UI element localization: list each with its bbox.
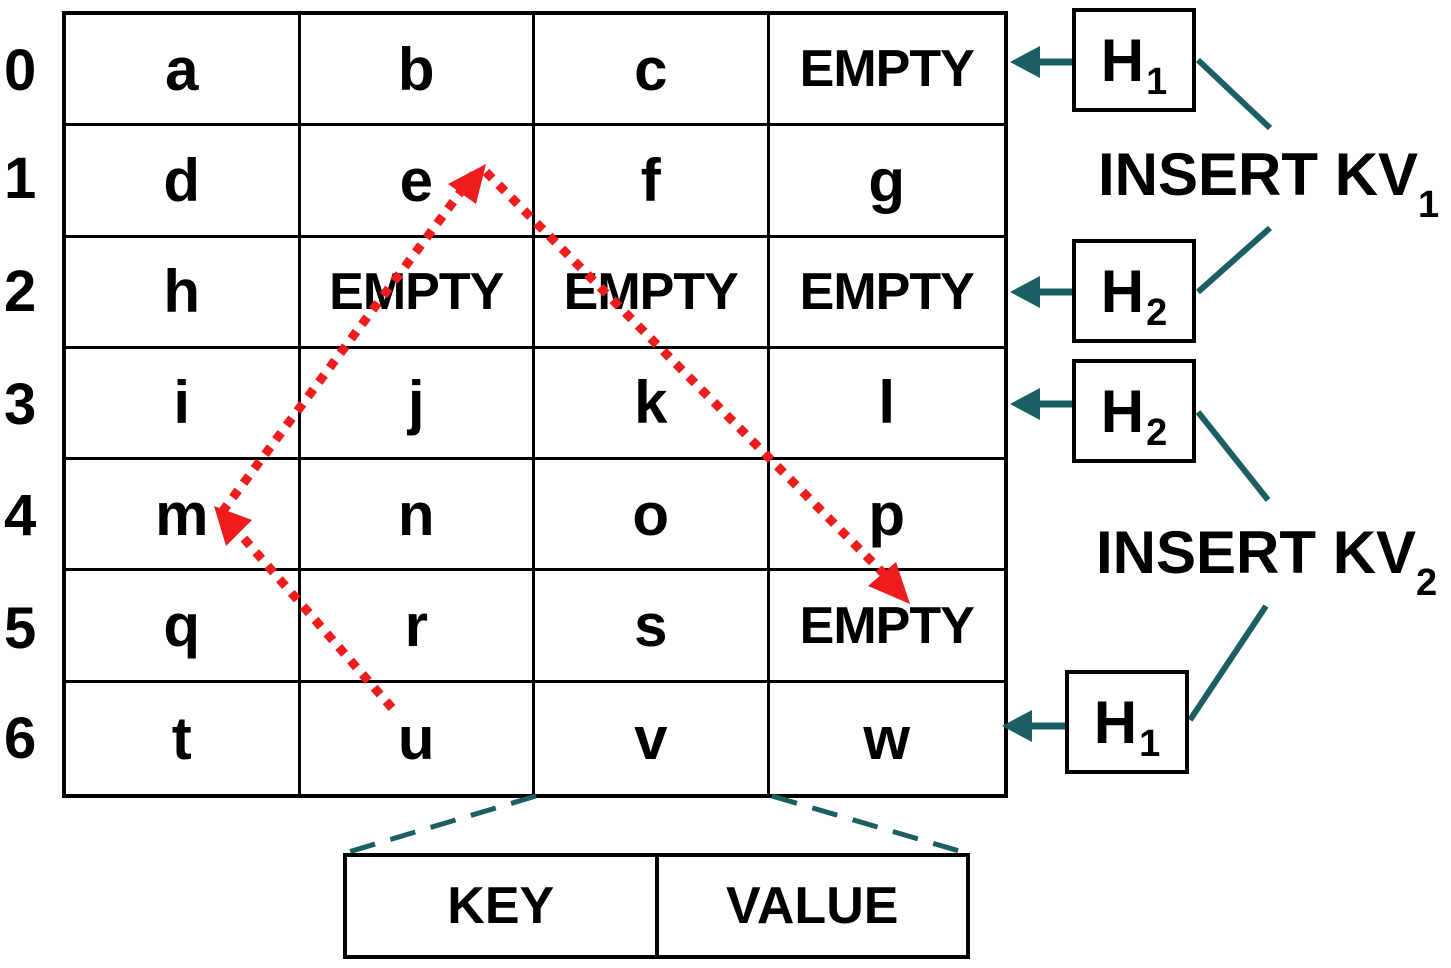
table-cell: t xyxy=(66,682,301,794)
hash-box-sub: 2 xyxy=(1146,291,1168,334)
h1-top-arrowhead xyxy=(1010,46,1040,78)
kv-expansion-lines xyxy=(344,793,967,856)
displacement-path xyxy=(214,164,910,711)
table-cell: u xyxy=(301,682,535,794)
table-cell: m xyxy=(66,460,301,572)
kv1-to-h2-line xyxy=(1196,225,1272,295)
table-cell: g xyxy=(769,126,1004,238)
h2-row3-arrowhead xyxy=(1010,388,1040,420)
row-label-5: 5 xyxy=(4,596,37,661)
table-cell: r xyxy=(300,571,535,683)
table-cell: p xyxy=(769,460,1004,572)
hash-box-main: H xyxy=(1100,26,1145,94)
kick-path-m-to-e xyxy=(218,171,478,515)
row-label-0: 0 xyxy=(4,38,37,103)
table-cell: a xyxy=(66,15,301,127)
table-cell: q xyxy=(66,571,301,683)
kick-arrowhead-empty xyxy=(868,562,910,604)
kick-path-e-to-empty xyxy=(482,168,896,586)
table-cell: l xyxy=(769,349,1004,461)
insert-connectors xyxy=(1187,57,1273,722)
row-label-1: 1 xyxy=(4,146,37,211)
kv-expansion-left xyxy=(344,793,537,856)
table-cell-empty: EMPTY xyxy=(769,238,1004,349)
table-cell-empty: EMPTY xyxy=(769,15,1004,127)
kv-entry-box: KEY VALUE xyxy=(343,853,970,959)
table-cell: e xyxy=(300,126,535,238)
kv1-to-h1-line xyxy=(1195,57,1273,131)
hash-box-sub: 1 xyxy=(1139,722,1161,765)
table-cell: c xyxy=(535,15,770,127)
table-cell-empty: EMPTY xyxy=(300,237,535,349)
table-cell-empty: EMPTY xyxy=(769,571,1004,683)
row-label-2: 2 xyxy=(4,259,37,324)
table-cell: h xyxy=(66,237,301,349)
table-cell: o xyxy=(535,460,770,572)
table-cell-empty: EMPTY xyxy=(535,237,770,349)
hash-box-main: H xyxy=(1093,688,1138,756)
kick-arrowhead-e xyxy=(448,164,486,204)
table-cell: k xyxy=(535,348,770,461)
insert-label-sub: 2 xyxy=(1416,562,1438,604)
insert-kv2-label: INSERT KV2 xyxy=(1096,518,1437,604)
insert-label-sub: 1 xyxy=(1418,184,1440,226)
insert-label-main: INSERT KV xyxy=(1096,519,1417,586)
hash-box-main: H xyxy=(1100,257,1145,325)
kick-path-u-to-m xyxy=(222,515,396,711)
kv2-to-h1-line xyxy=(1187,604,1269,722)
table-cell: b xyxy=(300,15,535,127)
hash-box-sub: 1 xyxy=(1146,60,1168,103)
table-cell: d xyxy=(66,126,301,238)
hash-box-sub: 2 xyxy=(1146,411,1168,454)
row-label-6: 6 xyxy=(4,706,37,771)
hash-arrows xyxy=(1002,46,1072,742)
table-cell: v xyxy=(535,682,770,794)
table-cell: s xyxy=(535,571,770,683)
row-label-4: 4 xyxy=(4,483,37,548)
kv-expansion-right xyxy=(771,793,967,856)
kv2-to-h2-line xyxy=(1195,410,1271,502)
table-cell: j xyxy=(300,348,535,461)
h1-bottom-arrowhead xyxy=(1002,710,1032,742)
insert-label-main: INSERT KV xyxy=(1098,141,1419,208)
hash-box-main: H xyxy=(1100,377,1145,445)
table-cell: n xyxy=(300,460,535,572)
kv-key-field: KEY xyxy=(347,857,659,955)
kv-value-field: VALUE xyxy=(726,877,899,935)
table-cell: w xyxy=(863,704,911,772)
row-label-3: 3 xyxy=(4,372,37,437)
table-cell: f xyxy=(535,126,770,238)
kick-arrowhead-m xyxy=(214,506,252,546)
h2-row2-arrowhead xyxy=(1010,276,1040,308)
insert-kv1-label: INSERT KV1 xyxy=(1098,140,1439,226)
